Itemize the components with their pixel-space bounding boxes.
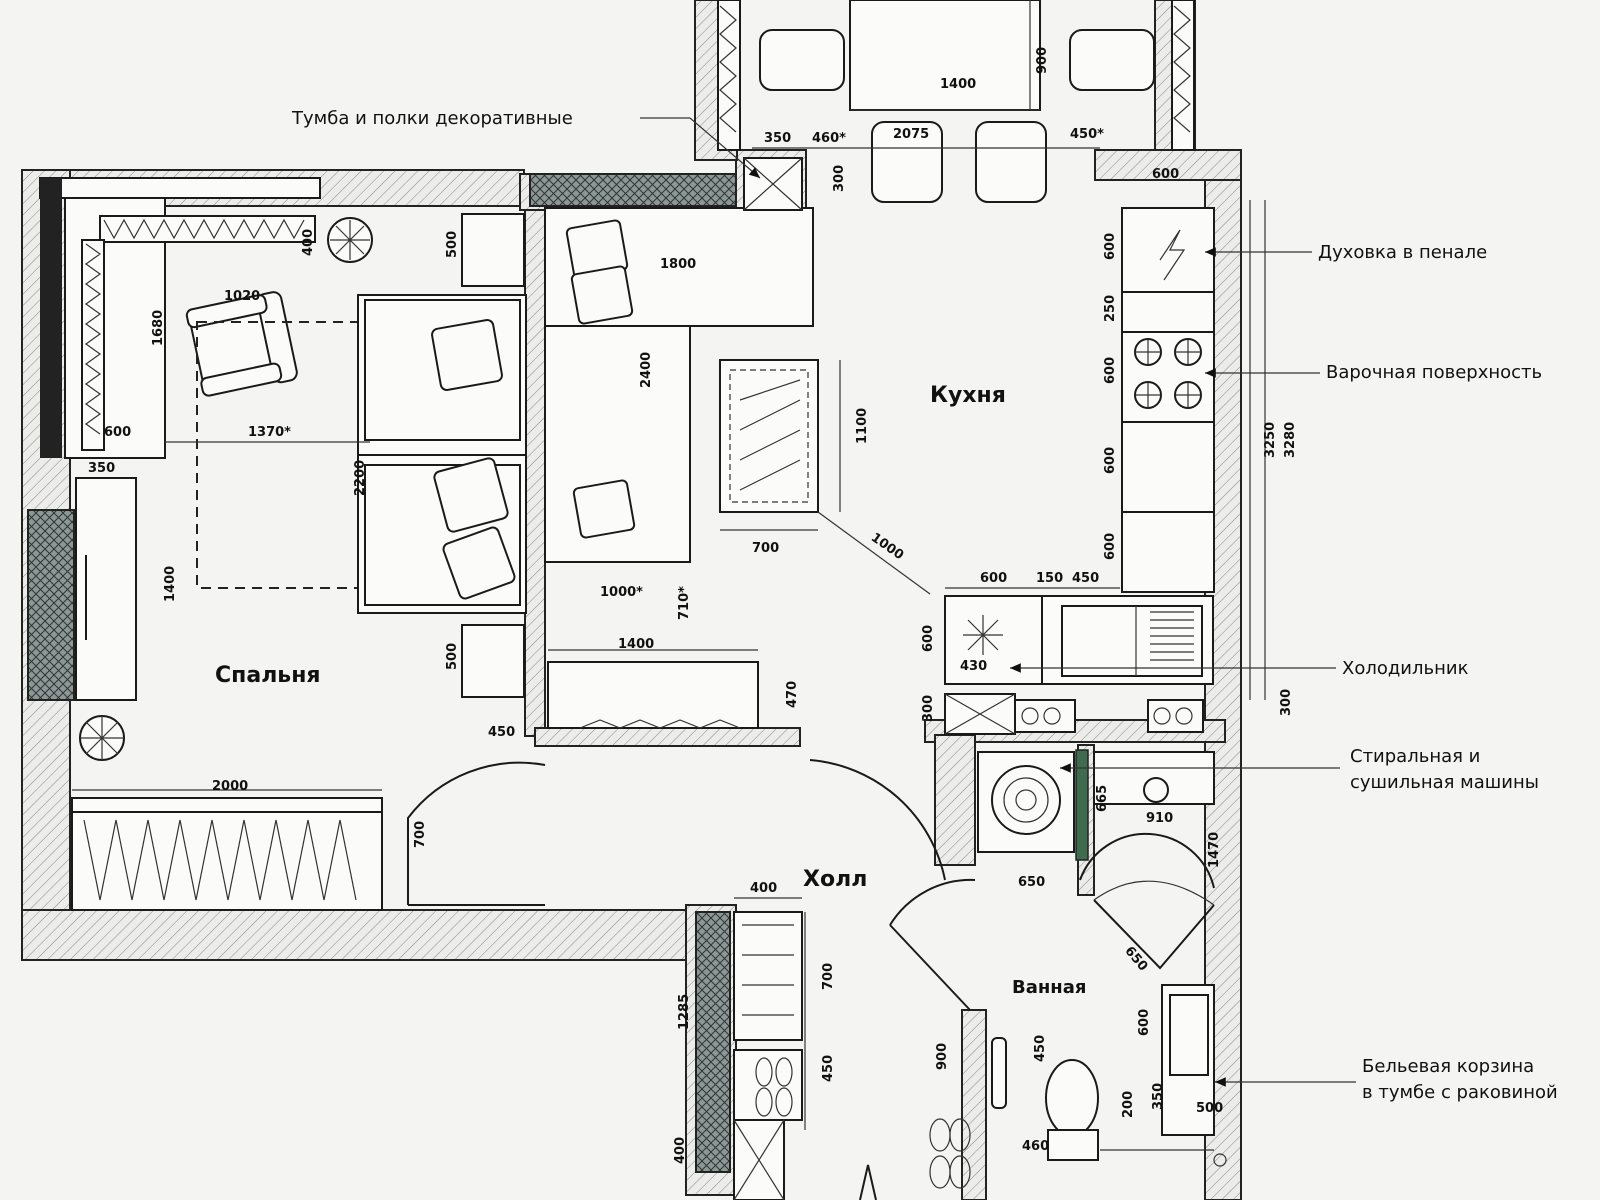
dim-label: 430 [960, 659, 987, 674]
dim-label: 350 [88, 461, 115, 476]
dim-label: 1285 [677, 994, 692, 1030]
callout-basket-line2: в тумбе с раковиной [1362, 1082, 1558, 1103]
doors [407, 759, 1215, 1011]
dim-label: 700 [821, 963, 836, 990]
room-label-bathroom: Ванная [1012, 977, 1086, 998]
dim-label: 500 [445, 643, 460, 670]
dim-label: 600 [980, 571, 1007, 586]
dim-label: 600 [1103, 357, 1118, 384]
room-label-kitchen: Кухня [930, 383, 1006, 408]
callout-leaders [640, 117, 1356, 1087]
dimension-lines [72, 0, 1266, 1151]
dim-label: 150 [1036, 571, 1063, 586]
callout-hob: Варочная поверхность [1326, 362, 1542, 383]
dim-label: 2200 [353, 460, 368, 496]
dim-label: 350 [764, 131, 791, 146]
dim-label: 200 [1121, 1091, 1136, 1118]
kitchen-run [944, 207, 1215, 735]
dim-label: 700 [752, 541, 779, 556]
washer-icon [991, 765, 1061, 835]
dim-label: 450 [1033, 1035, 1048, 1062]
dim-label: 600 [921, 625, 936, 652]
callout-basket-line1: Бельевая корзина [1362, 1056, 1534, 1077]
dim-label: 350 [1151, 1083, 1166, 1110]
dim-label: 1020 [224, 289, 260, 304]
dim-label: 460 [1022, 1139, 1049, 1154]
dim-label: 450* [1070, 127, 1104, 142]
dim-label: 600 [1152, 167, 1179, 182]
dim-label: 1680 [151, 310, 166, 346]
dim-label: 250 [1103, 295, 1118, 322]
dim-label: 600 [104, 425, 131, 440]
dim-label: 3250 [1263, 422, 1278, 458]
dim-label: 1000* [600, 585, 643, 600]
dim-label: 300 [1279, 689, 1294, 716]
dim-label: 600 [1103, 533, 1118, 560]
fridge-icon [963, 615, 1003, 655]
room-label-hall: Холл [803, 867, 867, 892]
oven-icon [1159, 229, 1186, 281]
dim-label: 460* [812, 131, 846, 146]
dim-label: 600 [1137, 1009, 1152, 1036]
living-furniture [544, 0, 1195, 729]
dim-label: 500 [445, 231, 460, 258]
room-label-bedroom: Спальня [215, 663, 321, 688]
callout-washer-line2: сушильная машины [1350, 772, 1539, 793]
dim-label: 450 [488, 725, 515, 740]
chair-icon [759, 29, 1155, 203]
hob-icon [1134, 338, 1202, 409]
dim-label: 1100 [855, 408, 870, 444]
dim-label: 300 [832, 165, 847, 192]
callout-oven: Духовка в пенале [1318, 242, 1487, 263]
dim-label: 650 [1018, 875, 1045, 890]
dim-label: 300 [921, 695, 936, 722]
dim-label: 1400 [163, 566, 178, 602]
bedroom-wall-panel [27, 509, 75, 701]
hall-wardrobe-panel [695, 911, 731, 1173]
dim-label: 900 [935, 1043, 950, 1070]
dim-label: 400 [673, 1137, 688, 1164]
dim-label: 450 [1072, 571, 1099, 586]
decor-shelves-block [529, 173, 741, 207]
dim-label: 650 [1121, 944, 1150, 974]
dim-label: 470 [785, 681, 800, 708]
bathroom-fixtures [929, 751, 1227, 1189]
dim-label: 400 [750, 881, 777, 896]
dim-label: 1370* [248, 425, 291, 440]
dim-label: 500 [1196, 1101, 1223, 1116]
dim-label: 400 [301, 229, 316, 256]
dim-label: 665 [1095, 785, 1110, 812]
dim-label: 1400 [618, 637, 654, 652]
dim-label: 2400 [639, 352, 654, 388]
dim-label: 1000 [868, 530, 906, 563]
dim-label: 600 [1103, 447, 1118, 474]
dim-label: 910 [1146, 811, 1173, 826]
dim-label: 700 [413, 821, 428, 848]
dim-label: 1470 [1207, 832, 1222, 868]
dim-label: 3280 [1283, 422, 1298, 458]
armchair-icon [185, 291, 298, 397]
dim-label: 900 [1035, 47, 1050, 74]
hall-fixtures [733, 911, 877, 1200]
dim-label: 2075 [893, 127, 929, 142]
callout-fridge: Холодильник [1342, 658, 1469, 679]
dim-label: 1800 [660, 257, 696, 272]
dim-label: 450 [821, 1055, 836, 1082]
dim-label: 600 [1103, 233, 1118, 260]
dim-label: 710* [677, 586, 692, 620]
sink-icon [1061, 605, 1203, 677]
toilet-icon [1045, 1059, 1099, 1137]
dim-label: 1400 [940, 77, 976, 92]
bedroom-furniture [39, 177, 527, 911]
dim-label: 2000 [212, 779, 248, 794]
callout-washer-line1: Стиральная и [1350, 746, 1480, 767]
callout-decor-shelves: Тумба и полки декоративные [291, 108, 573, 129]
